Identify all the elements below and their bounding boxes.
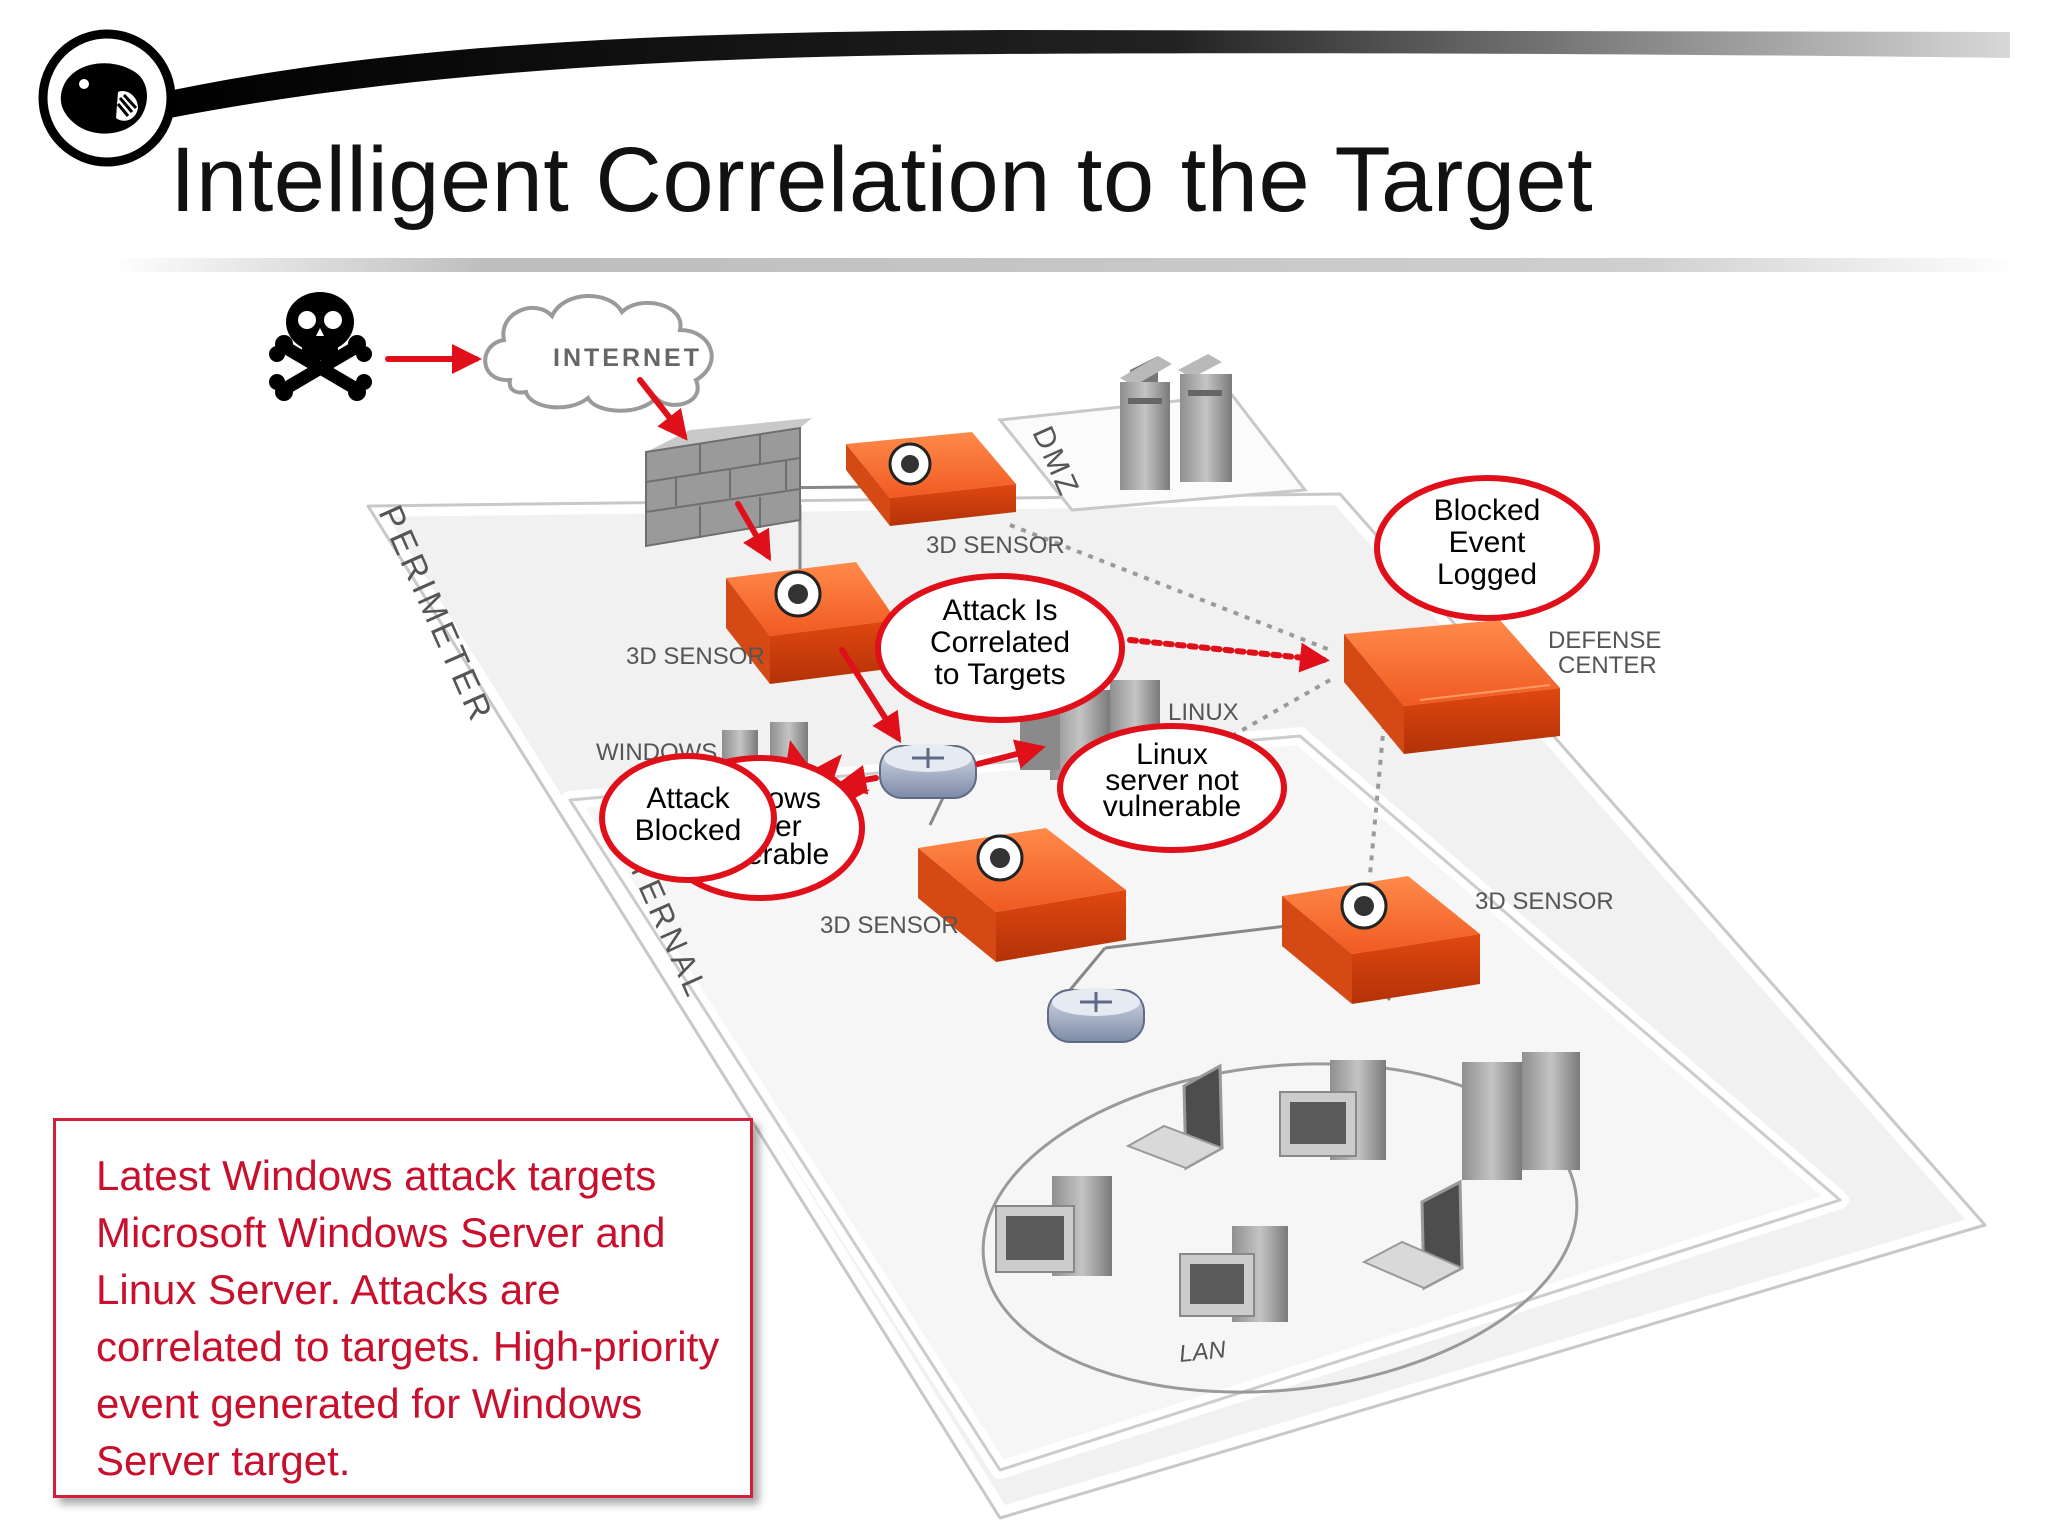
laptop-icon bbox=[1361, 1179, 1465, 1291]
svg-text:Correlated: Correlated bbox=[930, 626, 1070, 659]
router-top bbox=[879, 744, 977, 799]
svg-text:vulnerable: vulnerable bbox=[1103, 790, 1241, 823]
desktop-icon bbox=[1179, 1226, 1288, 1322]
sensor-mid bbox=[918, 828, 1126, 962]
svg-text:server not: server not bbox=[1105, 764, 1239, 797]
defense-center-label-1: DEFENSE bbox=[1548, 627, 1661, 654]
svg-text:Linux: Linux bbox=[1136, 738, 1208, 771]
svg-text:Logged: Logged bbox=[1437, 558, 1537, 591]
dmz-servers bbox=[1120, 354, 1232, 490]
lan-devices bbox=[995, 1052, 1580, 1322]
sensor-left bbox=[726, 562, 896, 684]
desktop-icon bbox=[995, 1176, 1112, 1276]
svg-text:Blocked: Blocked bbox=[635, 814, 742, 847]
svg-text:Event: Event bbox=[1449, 526, 1526, 559]
desktop-icon bbox=[1279, 1060, 1386, 1160]
title-underline bbox=[110, 258, 2020, 272]
header-swoosh bbox=[150, 30, 2010, 118]
internet-label: INTERNET bbox=[553, 344, 702, 372]
sensor-right bbox=[1282, 876, 1480, 1004]
sensor-top-label: 3D SENSOR bbox=[926, 532, 1065, 559]
svg-text:Attack: Attack bbox=[646, 782, 730, 815]
page-title: Intelligent Correlation to the Target bbox=[170, 129, 1594, 231]
sensor-right-label: 3D SENSOR bbox=[1475, 888, 1614, 915]
internet-cloud-icon bbox=[483, 294, 714, 413]
linux-server-label: LINUX bbox=[1168, 699, 1239, 726]
svg-text:Blocked: Blocked bbox=[1434, 494, 1541, 527]
server-tower-icon bbox=[1462, 1052, 1580, 1180]
router-bottom bbox=[1047, 988, 1145, 1043]
callout-linux-not-vulnerable: Linux server not vulnerable bbox=[1057, 723, 1287, 853]
sensor-mid-label: 3D SENSOR bbox=[820, 912, 959, 939]
svg-text:to Targets: to Targets bbox=[934, 658, 1065, 691]
firewall bbox=[645, 418, 812, 548]
caption-text: Latest Windows attack targets Microsoft … bbox=[96, 1152, 720, 1484]
sensor-left-label: 3D SENSOR bbox=[626, 643, 765, 670]
sensor-top bbox=[846, 432, 1016, 526]
callout-blocked-event: Blocked Event Logged bbox=[1374, 475, 1600, 621]
laptop-icon bbox=[1125, 1063, 1225, 1171]
caption-box: Latest Windows attack targets Microsoft … bbox=[53, 1118, 753, 1498]
attacker-skull-icon bbox=[269, 292, 372, 401]
defense-center-label-2: CENTER bbox=[1558, 652, 1657, 679]
lan-label: LAN bbox=[1178, 1336, 1228, 1368]
attack-path bbox=[385, 344, 1330, 795]
logo bbox=[38, 29, 176, 167]
svg-text:Attack Is: Attack Is bbox=[942, 594, 1057, 627]
callout-attack-blocked: Attack Blocked bbox=[599, 753, 777, 883]
lan-ring bbox=[981, 1062, 1579, 1394]
callout-correlated: Attack Is Correlated to Targets bbox=[875, 573, 1125, 723]
defense-center bbox=[1344, 620, 1560, 754]
